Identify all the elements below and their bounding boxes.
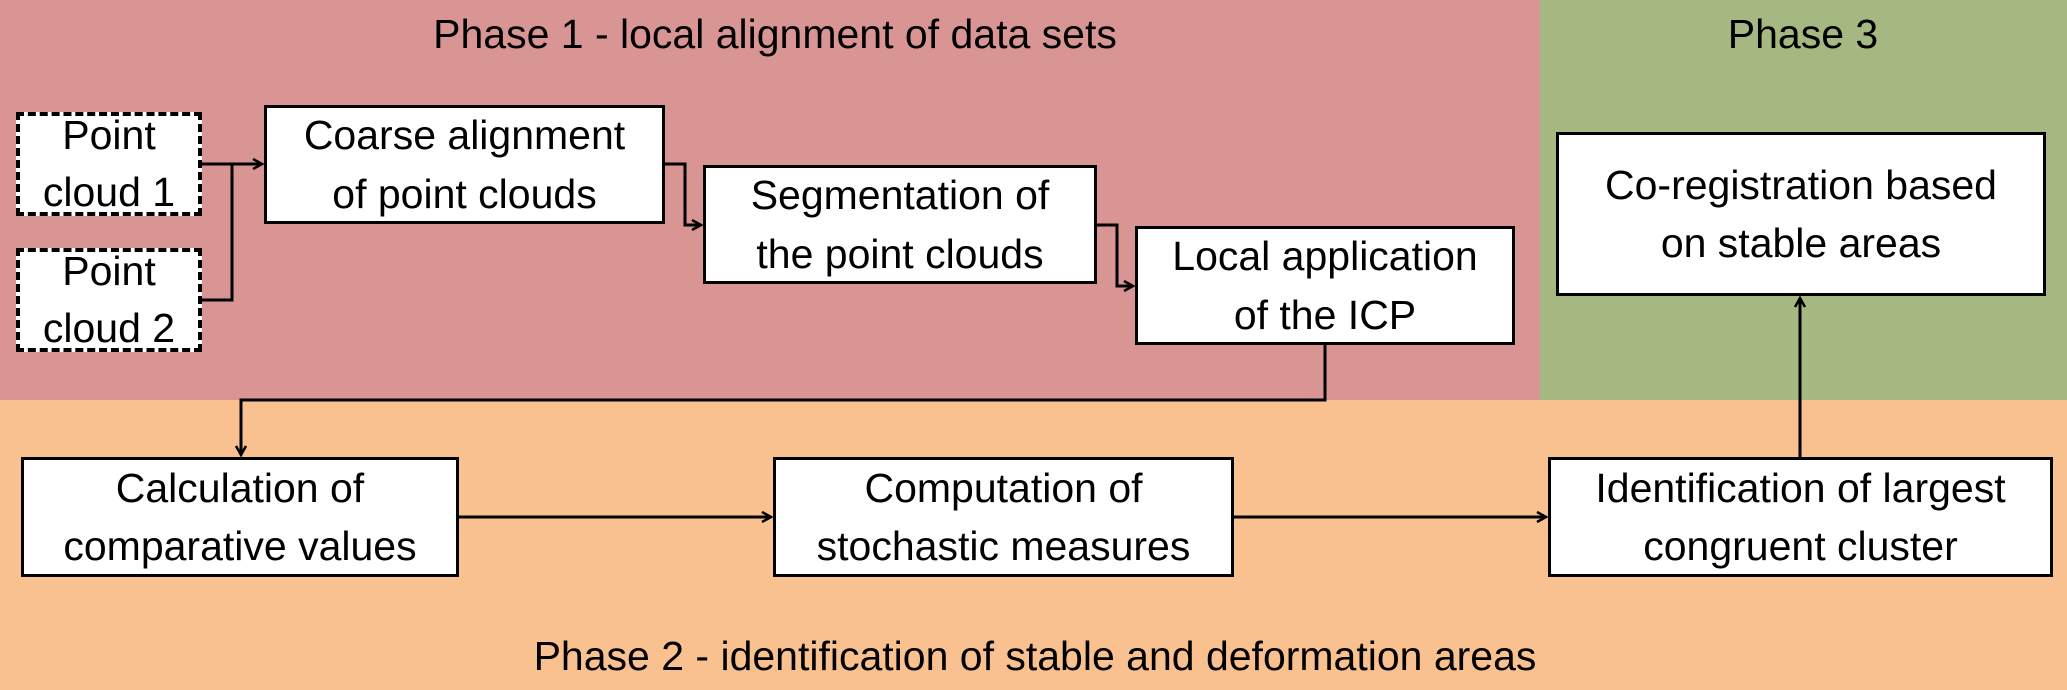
node-comparative-values[interactable]: Calculation of comparative values: [21, 457, 459, 577]
phase-1-title: Phase 1 - local alignment of data sets: [433, 11, 1117, 57]
node-stochastic-measures[interactable]: Computation of stochastic measures: [773, 457, 1234, 577]
node-point-cloud-1[interactable]: Point cloud 1: [16, 112, 202, 216]
phase-3-title: Phase 3: [1727, 11, 1879, 57]
phase-2-title: Phase 2 - identification of stable and d…: [533, 633, 1537, 679]
node-largest-cluster[interactable]: Identification of largest congruent clus…: [1548, 457, 2053, 577]
node-segmentation[interactable]: Segmentation of the point clouds: [703, 165, 1097, 284]
node-point-cloud-2[interactable]: Point cloud 2: [16, 248, 202, 352]
node-co-registration[interactable]: Co-registration based on stable areas: [1556, 132, 2046, 296]
node-coarse-alignment[interactable]: Coarse alignment of point clouds: [264, 105, 665, 224]
node-local-icp[interactable]: Local application of the ICP: [1135, 226, 1515, 345]
